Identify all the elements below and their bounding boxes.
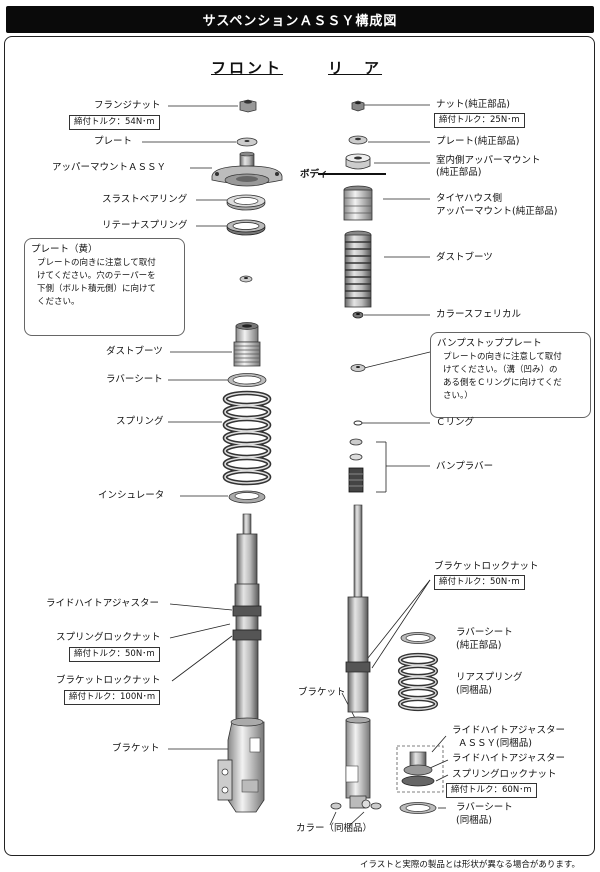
rear-rubber-seat-top-label-1: ラバーシート: [456, 627, 513, 638]
rear-nut-torque: 締付トルク：25N･m: [434, 113, 525, 128]
diagram-title: サスペンションＡＳＳＹ構成図: [6, 6, 594, 33]
rear-rubber-seat-bottom-label-1: ラバーシート: [456, 802, 513, 813]
rear-spring-lock-nut-torque: 締付トルク：60N･m: [446, 783, 537, 798]
rear-spring-label-1: リアスプリング: [456, 672, 523, 683]
front-spring-label: スプリング: [116, 416, 164, 427]
rear-nut-part: [351, 100, 365, 112]
front-retainer-spring-label: リテーナスプリング: [102, 220, 188, 231]
rear-rubber-seat-top-part: [400, 632, 436, 644]
front-thrust-bearing-part: [226, 194, 266, 211]
front-flange-nut-label: フランジナット: [94, 100, 161, 111]
front-bracket-lock-nut-label: ブラケットロックナット: [56, 675, 161, 686]
rear-rubber-seat-bottom-label-2: (同梱品): [456, 815, 492, 826]
rear-rubber-seat-top-label-2: (純正部品): [456, 640, 502, 651]
rear-bump-rubber-label: バンプラバー: [436, 461, 494, 472]
rear-dust-boot-label: ダストブーツ: [436, 252, 493, 263]
rear-plate-part: [348, 135, 368, 145]
rear-indoor-upper-mount-label-1: 室内側アッパーマウント: [436, 155, 541, 166]
front-dust-boot-part: [233, 322, 261, 367]
rear-shock-absorber-part: [345, 504, 371, 809]
rear-body-label: ボディ: [300, 169, 328, 180]
rear-rha-label: ライドハイトアジャスター: [452, 753, 565, 764]
rear-spring-lock-nut-label: スプリングロックナット: [452, 769, 557, 780]
front-heading: フロント: [211, 59, 284, 77]
front-plate-label: プレート: [94, 136, 133, 147]
rear-rha-assy-label-1: ライドハイトアジャスター: [452, 725, 565, 736]
front-note-title: プレート（黄）: [31, 244, 98, 255]
front-thrust-bearing-label: スラストベアリング: [102, 194, 188, 205]
rear-bump-stop-note: バンプストッププレート プレートの向きに注意して取付 けてください。（溝（凹み）…: [430, 332, 591, 418]
rear-bracket-lock-nut-torque: 締付トルク：50N･m: [434, 575, 525, 590]
front-insulator-label: インシュレータ: [98, 490, 165, 501]
front-note-body: プレートの向きに注意して取付 けてください。穴のテーパーを 下側（ボルト積元側）…: [37, 258, 157, 307]
rear-indoor-upper-mount-label-2: (純正部品): [436, 167, 482, 178]
front-rubber-seat-label: ラバーシート: [106, 374, 163, 385]
rear-collar-part: [330, 802, 382, 810]
rear-bracket-lock-nut-label: ブラケットロックナット: [434, 561, 539, 572]
rear-collar-spherical-part: [352, 311, 364, 319]
rear-rha-assy-label-2: ＡＳＳＹ(同梱品): [458, 738, 532, 749]
rear-collar-label: カラー（同梱品）: [296, 823, 373, 834]
front-rubber-seat-part: [227, 373, 267, 387]
front-ride-height-adjuster-label: ライドハイトアジャスター: [46, 598, 159, 609]
rear-rubber-seat-bottom-part: [399, 802, 437, 814]
front-shock-absorber-part: [217, 513, 265, 813]
front-upper-mount-part: [211, 151, 283, 187]
front-retainer-spring-part: [226, 219, 266, 236]
front-insulator-part: [228, 490, 266, 504]
rear-heading: リ ア: [328, 59, 383, 77]
rear-ride-height-adjuster-assy-part: [396, 745, 444, 793]
rear-bump-stop-plate-part: [350, 364, 366, 372]
rear-collar-spherical-label: カラースフェリカル: [436, 309, 522, 320]
front-plate-note: プレート（黄） プレートの向きに注意して取付 けてください。穴のテーパーを 下側…: [24, 238, 185, 336]
rear-spring-label-2: (同梱品): [456, 685, 492, 696]
front-flange-nut-part: [239, 99, 257, 113]
rear-c-ring-label: Ｃリング: [436, 417, 475, 428]
front-dust-boot-label: ダストブーツ: [106, 346, 163, 357]
front-upper-mount-label: アッパーマウントＡＳＳＹ: [52, 162, 167, 173]
rear-tirehouse-mount-label-1: タイヤハウス側: [436, 193, 503, 204]
rear-c-ring-part: [353, 420, 363, 426]
rear-nut-label: ナット(純正部品): [436, 99, 510, 110]
rear-tirehouse-upper-mount-part: [343, 185, 373, 221]
front-bracket-label: ブラケット: [112, 743, 160, 754]
rear-bump-rubber-part: [348, 438, 364, 493]
front-flange-nut-torque: 締付トルク：54N･m: [69, 115, 160, 130]
rear-tirehouse-mount-label-2: アッパーマウント(純正部品): [436, 206, 558, 217]
front-yellow-plate-part: [239, 275, 253, 283]
diagram-frame: [4, 36, 595, 856]
front-spring-lock-nut-torque: 締付トルク：50N･m: [69, 647, 160, 662]
rear-note-body: プレートの向きに注意して取付 けてください。（溝（凹み）の ある側をＣリングに向…: [443, 352, 562, 401]
front-spring-lock-nut-label: スプリングロックナット: [56, 632, 161, 643]
footer-disclaimer: イラストと実際の製品とは形状が異なる場合があります。: [360, 860, 580, 870]
front-bracket-lock-nut-torque: 締付トルク：100N･m: [64, 690, 161, 705]
rear-note-title: バンプストッププレート: [437, 338, 542, 349]
rear-dust-boot-part: [344, 230, 372, 308]
rear-plate-label: プレート(純正部品): [436, 136, 520, 147]
rear-indoor-upper-mount-part: [345, 153, 371, 170]
front-plate-part: [236, 137, 258, 147]
rear-bracket-label: ブラケット: [298, 687, 346, 698]
